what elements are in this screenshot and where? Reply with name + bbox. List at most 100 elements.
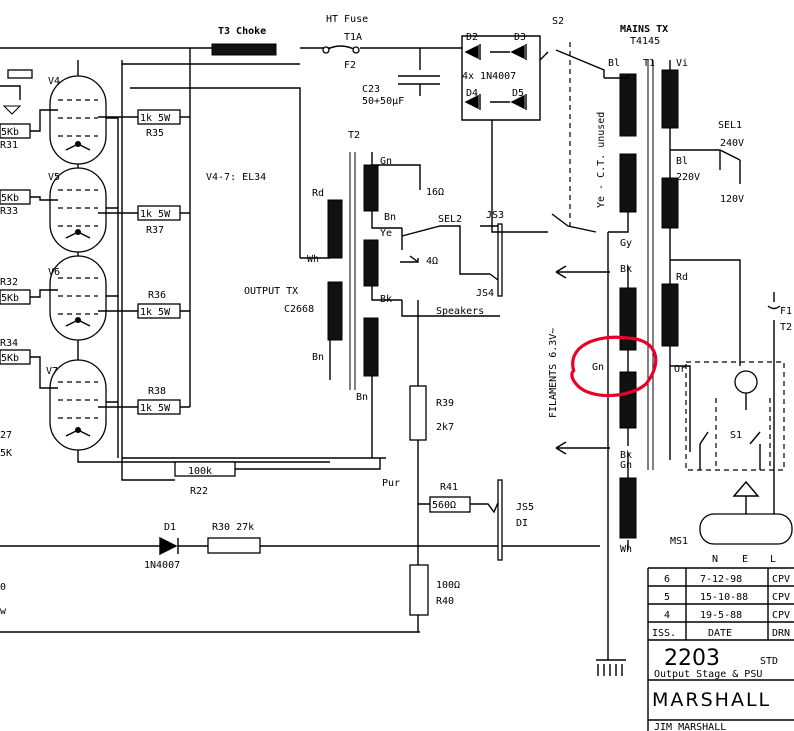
valve-v7 [49, 359, 107, 451]
label-sel1: SEL1 [718, 120, 742, 131]
label-rd: Rd [312, 188, 324, 199]
label-r35: R35 [146, 128, 164, 139]
label-valves: V4-7: EL34 [206, 172, 266, 183]
label-r34: R34 [0, 338, 18, 349]
label-b1-left: Bl [608, 58, 620, 69]
label-js3: JS3 [486, 210, 504, 221]
label-d5: D5 [512, 88, 524, 99]
title-block [647, 567, 794, 731]
label-r38: R38 [148, 386, 166, 397]
label-r39-val: 2k7 [436, 422, 454, 433]
label-bl-right: Bl [676, 156, 688, 167]
label-d2: D2 [466, 32, 478, 43]
label-bk-gn-b: Gn [620, 460, 632, 471]
label-r27b: 5K [0, 448, 12, 459]
label-ye: Ye [380, 228, 392, 239]
label-f1: F1 [780, 306, 792, 317]
model-number: 2203 [664, 646, 720, 671]
label-t3: T3 Choke [218, 26, 266, 37]
label-r27a: 27 [0, 430, 12, 441]
label-v5: V5 [48, 172, 60, 183]
label-s2: S2 [552, 16, 564, 27]
label-r35-val: 1k 5W [140, 113, 171, 124]
rev-drn-2: CPV [772, 610, 790, 621]
rev-drn-0: CPV [772, 574, 790, 585]
label-ms1: MS1 [670, 536, 688, 547]
label-r31: R31 [0, 140, 18, 151]
label-r31-val: 5Kb [1, 127, 19, 138]
hdr-date: DATE [708, 628, 732, 639]
title-block-text: 6 7-12-98 CPV 5 15-10-88 CPV 4 19-5-88 C… [652, 574, 790, 731]
label-d1-part: 1N4007 [144, 560, 180, 571]
label-s1: S1 [730, 430, 742, 441]
label-js5: JS5 [516, 502, 534, 513]
label-t2-right: T2 [780, 322, 792, 333]
rev-date-0: 7-12-98 [700, 574, 742, 585]
label-filaments: FILAMENTS 6.3V~ [548, 328, 559, 418]
label-bk-t2: Bk [380, 294, 392, 305]
label-sel2: SEL2 [438, 214, 462, 225]
rev-date-2: 19-5-88 [700, 610, 742, 621]
label-diodes: 4x 1N4007 [462, 71, 516, 82]
label-r39: R39 [436, 398, 454, 409]
label-r37-val: 1k 5W [140, 209, 171, 220]
rev-iss-1: 5 [664, 592, 670, 603]
label-wh: Wh [307, 254, 319, 265]
label-output-tx: OUTPUT TX [244, 286, 298, 297]
label-speakers: Speakers [436, 306, 484, 317]
label-bn-bottom: Bn [356, 392, 368, 403]
label-r33: R33 [0, 206, 18, 217]
brand-name: MARSHALL [652, 689, 771, 711]
label-t4145: T4145 [630, 36, 660, 47]
label-bn-top: Bn [384, 212, 396, 223]
label-ht-fuse: HT Fuse [326, 14, 368, 25]
label-r30: R30 27k [212, 522, 254, 533]
label-c23-val: 50+50µF [362, 96, 404, 107]
label-f2: F2 [344, 60, 356, 71]
label-v240: 240V [720, 138, 744, 149]
label-bk-gn-a: Bk [620, 450, 632, 461]
footer-name: JIM MARSHALL [654, 722, 726, 731]
label-rd-mains: Rd [676, 272, 688, 283]
valve-v4 [49, 60, 107, 165]
label-left-0: 0 [0, 582, 6, 593]
label-ye-ct: Ye - C.T. unused [596, 112, 607, 208]
label-r22: R22 [190, 486, 208, 497]
label-vi: Vi [676, 58, 688, 69]
rev-date-1: 15-10-88 [700, 592, 748, 603]
label-t1: T1 [643, 58, 655, 69]
label-mains-tx: MAINS TX [620, 24, 668, 35]
choke-t3 [211, 43, 277, 56]
label-r36: R36 [148, 290, 166, 301]
model-std: STD [760, 656, 778, 667]
label-v6: V6 [48, 267, 60, 278]
label-r41-val: 560Ω [432, 500, 456, 511]
label-bn-left: Bn [312, 352, 324, 363]
label-r40-val: 100Ω [436, 580, 460, 591]
label-wh-bottom: Wh [620, 544, 632, 555]
label-r22-val: 100k [188, 466, 212, 477]
model-subtitle: Output Stage & PSU [654, 669, 762, 680]
label-v7: V7 [46, 366, 58, 377]
valve-v6 [49, 255, 107, 341]
rev-iss-2: 4 [664, 610, 670, 621]
label-v120: 120V [720, 194, 744, 205]
red-annotation-circle [570, 335, 658, 398]
label-l: L [770, 554, 776, 565]
label-r36-val: 1k 5W [140, 307, 171, 318]
hdr-drn: DRN [772, 628, 790, 639]
hdr-iss: ISS. [652, 628, 676, 639]
label-d1: D1 [164, 522, 176, 533]
label-c2668: C2668 [284, 304, 314, 315]
label-js4: JS4 [476, 288, 494, 299]
label-r32-val: 5Kb [1, 293, 19, 304]
label-d3: D3 [514, 32, 526, 43]
label-gy: Gy [620, 238, 632, 249]
labels-group: V4 V5 V6 V7 5Kb R31 5Kb R33 R32 5Kb R34 … [0, 14, 792, 617]
label-r32: R32 [0, 277, 18, 288]
label-r40: R40 [436, 596, 454, 607]
label-v4: V4 [48, 76, 60, 87]
label-v220: 220V [676, 172, 700, 183]
label-e: E [742, 554, 748, 565]
